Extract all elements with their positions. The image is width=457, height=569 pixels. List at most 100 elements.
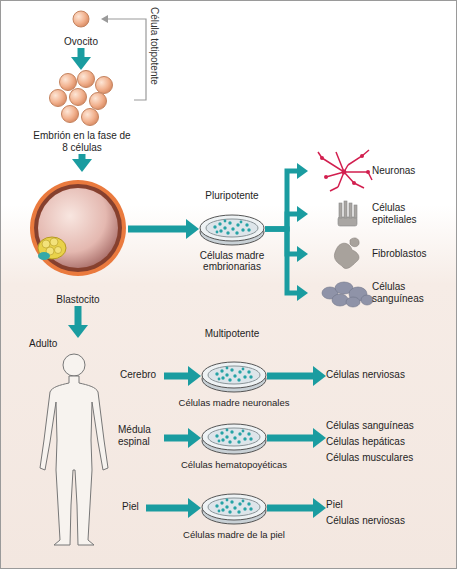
- adult-node: Adulto: [24, 338, 118, 548]
- result-cells-node: Células sanguíneasCélulas hepáticasCélul…: [326, 418, 446, 468]
- organ-label-node: Médula espinal: [118, 424, 164, 452]
- node-text: Células madre de la piel: [183, 529, 285, 540]
- node-text: Células sanguíneas: [326, 418, 446, 434]
- arrow-line: [265, 214, 298, 229]
- flow-arrow: [267, 366, 326, 386]
- arrow-line: [265, 171, 298, 229]
- flow-arrow: [265, 163, 308, 229]
- culture-dish: [202, 494, 266, 524]
- arrow-line: [128, 226, 187, 233]
- flow-arrow: [164, 366, 201, 386]
- arrow-head: [188, 366, 201, 386]
- culture-dish: [202, 424, 266, 454]
- node-text: Células hepáticas: [326, 434, 446, 450]
- flow-arrow: [267, 428, 326, 448]
- result-cells-node: PielCélulas nerviosas: [326, 497, 446, 529]
- flow-arrow: [265, 206, 308, 229]
- node-text: Cerebro: [120, 369, 164, 381]
- flow-arrow: [164, 428, 201, 448]
- culture-dish: [202, 362, 266, 392]
- organ-label-node: Cerebro: [120, 369, 164, 383]
- arrow-line: [79, 154, 86, 160]
- arrow-line: [164, 373, 189, 380]
- flow-arrow: [265, 229, 308, 301]
- blastocyst-node: Blastocito: [28, 172, 128, 306]
- node-text: Células epiteliales: [372, 202, 444, 226]
- arrow-head: [313, 498, 326, 518]
- node-text: Adulto: [29, 338, 118, 350]
- embryo-node: Embrión en la fase de 8 células: [30, 70, 134, 154]
- arrow-head: [101, 15, 108, 23]
- culture-dish-node: Células hematopoyéticas: [201, 420, 267, 456]
- node-text: Médula espinal: [118, 424, 164, 448]
- fibroblast-icon: [334, 238, 359, 269]
- cell-type-node: Células sanguíneas: [308, 276, 455, 310]
- potency-label: Multipotente: [182, 328, 282, 339]
- arrow-head: [313, 428, 326, 448]
- arrow-head: [313, 366, 326, 386]
- cell-type-node: Fibroblastos: [308, 238, 455, 270]
- arrow-head: [188, 428, 201, 448]
- flow-arrow: [128, 219, 199, 239]
- arrow-head: [71, 57, 91, 70]
- arrow-head: [68, 325, 88, 338]
- node-text: Embrión en la fase de 8 células: [30, 130, 134, 154]
- node-text: Células hematopoyéticas: [181, 459, 287, 470]
- node-text: Piel: [326, 497, 446, 513]
- flow-arrow: [146, 498, 201, 518]
- oocyte-node: Ovocito: [61, 10, 101, 48]
- culture-dish: [200, 215, 264, 245]
- neuron-icon: [318, 150, 372, 191]
- node-text: Neuronas: [372, 165, 444, 177]
- arrow-head: [297, 206, 308, 222]
- arrow-head: [186, 219, 199, 239]
- arrow-line: [265, 229, 298, 254]
- arrow-head: [297, 246, 308, 262]
- embryo-cells: [50, 71, 113, 126]
- node-text: Ovocito: [64, 36, 98, 48]
- edge-label: Célula totipotente: [149, 7, 160, 85]
- arrow-line: [75, 306, 82, 326]
- organ-label-node: Piel: [122, 501, 146, 515]
- arrow-line: [107, 19, 146, 100]
- arrow-head: [188, 498, 201, 518]
- blastocyst: [30, 180, 126, 276]
- culture-dish-node: Células madre de la piel: [201, 490, 267, 526]
- arrow-line: [78, 48, 85, 58]
- node-text: Células madre neuronales: [179, 397, 290, 408]
- potency-label: Pluripotente: [182, 190, 282, 201]
- epithelial-icon: [338, 201, 357, 226]
- culture-dish-node: Células madre embrionarias: [199, 211, 265, 247]
- cell-type-node: Células epiteliales: [308, 196, 455, 232]
- result-cells-node: Células nerviosas: [326, 369, 446, 383]
- flow-arrow: [267, 498, 326, 518]
- node-text: Fibroblastos: [372, 248, 444, 260]
- blood-cell-icon: [322, 282, 373, 307]
- node-text: Células sanguíneas: [372, 281, 444, 305]
- oocyte-cell: [73, 11, 89, 27]
- arrow-line: [267, 505, 314, 512]
- flow-arrow: [101, 15, 146, 100]
- arrow-line: [267, 373, 314, 380]
- node-text: Células musculares: [326, 450, 446, 466]
- node-text: Células madre embrionarias: [190, 250, 274, 272]
- arrow-head: [297, 163, 308, 179]
- cell-type-node: Neuronas: [308, 150, 455, 192]
- node-text: Células nerviosas: [326, 369, 446, 381]
- flow-arrow: [71, 48, 91, 70]
- arrow-line: [164, 435, 189, 442]
- culture-dish-node: Células madre neuronales: [201, 358, 267, 394]
- flow-arrow: [68, 306, 88, 338]
- arrow-head: [72, 159, 92, 172]
- arrow-line: [146, 505, 189, 512]
- node-text: Piel: [122, 501, 146, 513]
- node-text: Células nerviosas: [326, 513, 446, 529]
- node-text: Blastocito: [56, 294, 99, 306]
- arrow-line: [267, 435, 314, 442]
- arrow-head: [297, 285, 308, 301]
- flow-arrow: [265, 229, 308, 262]
- human-figure: [40, 354, 108, 545]
- arrow-line: [265, 229, 298, 293]
